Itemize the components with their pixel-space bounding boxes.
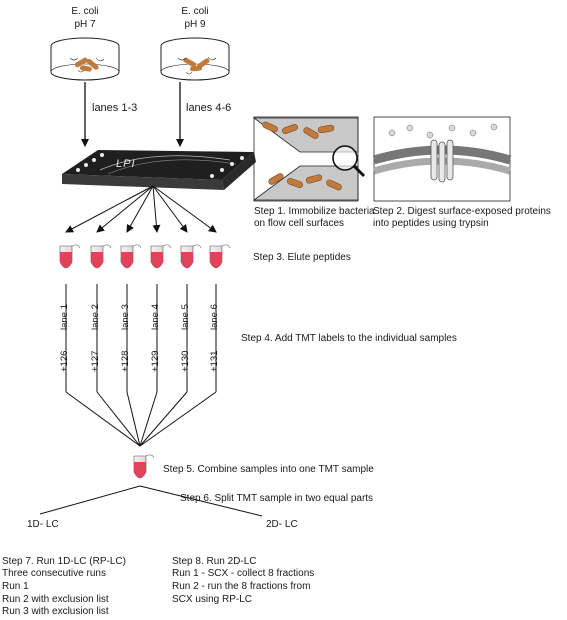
split-lines bbox=[39, 485, 263, 517]
step-8-line-1: Step 8. Run 2D-LC bbox=[172, 556, 257, 567]
tmt-tag-3: +128 bbox=[120, 350, 131, 372]
bacteria-group-2 bbox=[177, 56, 217, 75]
lanes-label-2: lanes 4-6 bbox=[186, 102, 232, 114]
step-8-line-4: SCX using RP-LC bbox=[172, 594, 253, 605]
step-7-line-2: Three consecutive runs bbox=[2, 568, 106, 579]
lane-3-label: lane 3 bbox=[120, 304, 131, 330]
tmt-tag-6: +131 bbox=[209, 350, 220, 372]
step-6-text: Step 6. Split TMT sample in two equal pa… bbox=[180, 493, 374, 504]
tube-2 bbox=[90, 244, 112, 269]
step-7-line-3: Run 1 bbox=[2, 581, 29, 592]
step-1-line-1: Step 1. Immobilize bacteria bbox=[254, 206, 375, 217]
lanes-label-1: lanes 1-3 bbox=[92, 102, 138, 114]
merge-lines bbox=[65, 391, 217, 447]
step-8-line-2: Run 1 - SCX - collect 8 fractions bbox=[172, 568, 315, 579]
tmt-tag-1: +126 bbox=[59, 350, 70, 372]
condition-1-organism: E. coli bbox=[71, 6, 99, 17]
tube-6 bbox=[209, 244, 231, 269]
chip-logo: LPI bbox=[116, 158, 136, 170]
condition-2-ph: pH 9 bbox=[184, 19, 206, 30]
step-7-line-5: Run 3 with exclusion list bbox=[2, 606, 109, 617]
tmt-tag-4: +129 bbox=[150, 350, 161, 372]
step-7-line-1: Step 7. Run 1D-LC (RP-LC) bbox=[2, 556, 126, 567]
step-8-line-3: Run 2 - run the 8 fractions from bbox=[172, 581, 311, 592]
bacteria-group-1 bbox=[69, 57, 105, 73]
branch-2d-lc-title: 2D- LC bbox=[266, 519, 298, 530]
condition-1-ph: pH 7 bbox=[74, 19, 96, 30]
petri-dish-ph9 bbox=[160, 37, 230, 81]
step-7-line-4: Run 2 with exclusion list bbox=[2, 594, 109, 605]
flow-cell-chip bbox=[62, 150, 256, 190]
step-1-line-2: on flow cell surfaces bbox=[254, 218, 345, 229]
tube-4 bbox=[150, 244, 172, 269]
tube-row bbox=[59, 244, 231, 269]
lane-2-label: lane 2 bbox=[90, 304, 101, 330]
tube-5 bbox=[180, 244, 202, 269]
petri-dish-ph7 bbox=[50, 37, 120, 81]
lane-5-label: lane 5 bbox=[180, 304, 191, 330]
magnifier-lens bbox=[332, 145, 358, 171]
lane-1-label: lane 1 bbox=[59, 304, 70, 330]
lane-6-label: lane 6 bbox=[209, 304, 220, 330]
condition-2-organism: E. coli bbox=[181, 6, 209, 17]
step-4-text: Step 4. Add TMT labels to the individual… bbox=[241, 333, 457, 344]
tmt-tag-2: +127 bbox=[90, 350, 101, 372]
flow-cell-zoom bbox=[252, 116, 366, 202]
tube-3 bbox=[120, 244, 142, 269]
combined-tube bbox=[133, 454, 155, 479]
step-3-text: Step 3. Elute peptides bbox=[253, 252, 351, 263]
tmt-tag-5: +130 bbox=[180, 350, 191, 372]
step-2-line-2: into peptides using trypsin bbox=[373, 218, 489, 229]
step-5-text: Step 5. Combine samples into one TMT sam… bbox=[163, 464, 374, 475]
step-2-line-1: Step 2. Digest surface-exposed proteins bbox=[373, 206, 551, 217]
fan-arrows bbox=[65, 185, 217, 233]
lane-lines bbox=[65, 284, 217, 392]
membrane-zoom bbox=[372, 116, 512, 202]
lane-4-label: lane 4 bbox=[150, 304, 161, 330]
branch-1d-lc-title: 1D- LC bbox=[27, 519, 59, 530]
tube-1 bbox=[59, 244, 81, 269]
